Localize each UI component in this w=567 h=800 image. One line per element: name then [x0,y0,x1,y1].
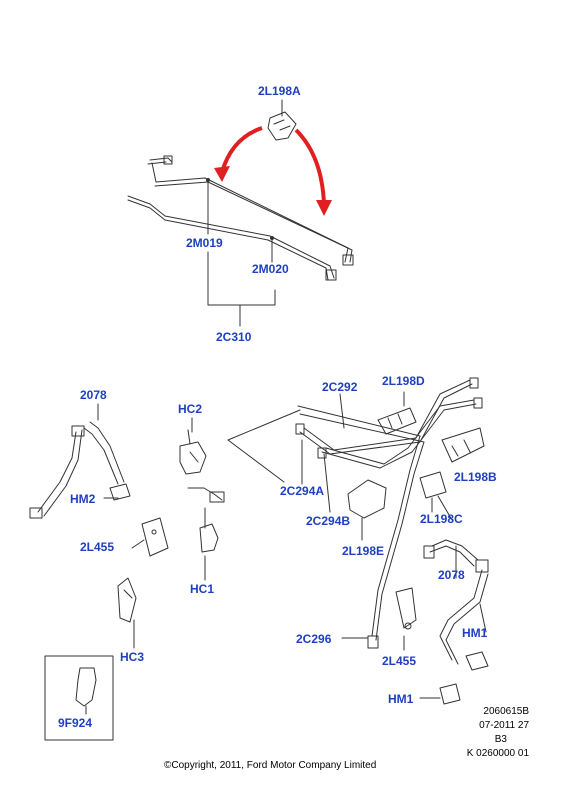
brake-tube-assembly-upper [127,155,354,281]
leader-lines-upper [206,99,283,327]
leader-lines-middle [97,403,301,581]
clip-2l198b-part [441,427,485,463]
brake-tube-bundle-right [295,377,483,649]
callout-2c310[interactable]: 2C310 [216,330,252,344]
callout-hc1[interactable]: HC1 [190,582,215,596]
leader-lines-right [301,393,487,639]
callout-hc3[interactable]: HC3 [120,650,145,664]
sensor-9f924-box [44,655,114,741]
callout-hc2[interactable]: HC2 [178,402,203,416]
sensor-hc1-part [187,487,225,553]
clip-hm1-part [419,683,461,705]
drawing-date: 07-2011 27 [479,720,529,731]
bracket-2l198a-part [267,111,297,141]
drawing-number: 2060615B [483,706,529,717]
clip-2l198d-part [377,391,417,435]
callout-2l198a[interactable]: 2L198A [258,84,301,98]
callout-2l455-left[interactable]: 2L455 [80,540,115,554]
callout-2c292[interactable]: 2C292 [322,380,358,394]
callout-2078-right[interactable]: 2078 [438,568,465,582]
callout-hm1-lower[interactable]: HM1 [388,692,414,706]
callout-9f924[interactable]: 9F924 [58,716,93,730]
callout-2l455-right[interactable]: 2L455 [382,654,417,668]
callout-2078-left[interactable]: 2078 [80,388,107,402]
red-arrows [214,126,332,216]
callout-2c294a[interactable]: 2C294A [280,484,325,498]
copyright-notice: ©Copyright, 2011, Ford Motor Company Lim… [164,760,377,771]
flex-hose-right [423,539,489,671]
callout-2m020[interactable]: 2M020 [252,262,289,276]
callout-2l198e[interactable]: 2L198E [342,544,385,558]
bracket-2l455-right-part [395,587,417,651]
callout-2l198b[interactable]: 2L198B [454,470,497,484]
callout-2c294b[interactable]: 2C294B [306,514,351,528]
clip-2l198c-part [419,471,447,513]
callout-2l198d[interactable]: 2L198D [382,374,425,388]
clip-2l198e-part [347,479,387,541]
callout-2c296[interactable]: 2C296 [296,632,332,646]
callout-hm2[interactable]: HM2 [70,492,96,506]
callout-2m019[interactable]: 2M019 [186,236,223,250]
sensor-9f924-part [75,667,97,715]
clip-hc2-part [179,429,207,475]
callout-2l198c[interactable]: 2L198C [420,512,463,526]
bracket-hc3-part [117,577,137,649]
flex-hose-left [29,421,131,519]
bracket-2l455-left-part [141,517,169,557]
callout-hm1-upper[interactable]: HM1 [462,626,488,640]
drawing-code: K 0260000 01 [466,748,529,759]
drawing-revision: B3 [494,734,507,745]
